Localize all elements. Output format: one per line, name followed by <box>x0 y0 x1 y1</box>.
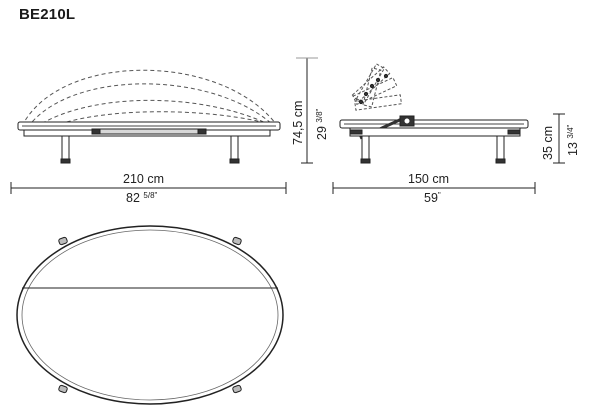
bed-outline-inner <box>21 229 279 401</box>
foot-bottom-right <box>232 384 242 394</box>
length-inch-mark: " <box>154 191 158 200</box>
frame-end <box>349 127 521 137</box>
side-view <box>10 57 318 194</box>
end-view <box>332 63 565 194</box>
end-height-metric-label: 35 cm <box>541 125 555 160</box>
length-imperial-num: 5 <box>143 191 148 200</box>
height-metric-label: 74,5 cm <box>291 100 305 145</box>
length-imperial-label: 82 5/8" <box>126 191 158 205</box>
model-title: BE210L <box>19 6 76 23</box>
bed-outline-outer <box>16 225 284 405</box>
center-bracket <box>91 128 207 135</box>
end-height-imperial-label: 13 3/4" <box>566 124 580 156</box>
length-metric-label: 210 cm <box>123 172 164 186</box>
end-height-imperial-num: 3 <box>566 134 575 139</box>
length-imperial-whole: 82 <box>126 191 140 205</box>
width-inch-mark: " <box>437 191 441 200</box>
height-inch-mark: " <box>315 108 324 112</box>
top-view <box>16 225 284 405</box>
height-imperial-num: 3 <box>315 118 324 123</box>
foot-top-right <box>232 236 242 246</box>
foot-bottom-left <box>58 384 68 394</box>
length-imperial-den: 8 <box>150 191 155 200</box>
foot-top-left <box>58 236 68 246</box>
height-imperial-whole: 29 <box>315 126 329 140</box>
end-height-imperial-whole: 13 <box>566 142 580 156</box>
width-imperial-value: 59 <box>424 191 438 205</box>
lid-arc-outer <box>21 69 277 127</box>
end-height-imperial-den: 4 <box>566 127 575 132</box>
width-metric-label: 150 cm <box>408 172 449 186</box>
height-imperial-label: 29 3/8" <box>315 108 329 140</box>
lid-arc-inner <box>35 99 269 128</box>
end-height-inch-mark: " <box>566 124 575 128</box>
width-imperial-label: 59" <box>424 191 441 205</box>
lid-arc-middle <box>27 83 273 128</box>
height-imperial-den: 8 <box>315 111 324 116</box>
